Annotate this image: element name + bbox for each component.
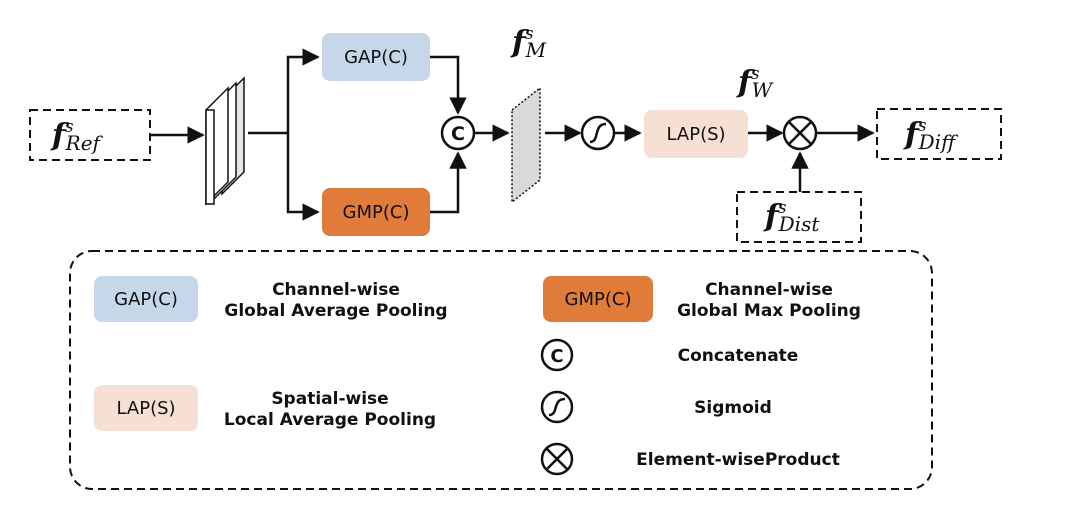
legend-lap-swatch (94, 385, 198, 431)
arrow-gap-to-concat (430, 55, 467, 115)
lap-block (644, 110, 748, 158)
legend-gmp-swatch (543, 276, 653, 322)
legend-lap-swatch-label: LAP(S) (116, 398, 175, 419)
gap-block-label: GAP(C) (344, 47, 408, 68)
legend-concat-icon-letter: C (550, 346, 563, 367)
feature-map-m (511, 86, 541, 204)
legend-gmp-line1: Channel-wise (705, 280, 833, 300)
lap-block-label: LAP(S) (666, 124, 725, 145)
legend-lap-line1: Spatial-wise (271, 389, 388, 409)
gmp-block-label: GMP(C) (343, 202, 410, 223)
legend-sigmoid-icon (540, 390, 574, 424)
product-symbol (782, 115, 818, 151)
legend-concat-icon (540, 338, 574, 372)
legend-sigmoid-label: Sigmoid (694, 398, 772, 418)
legend-lap-line2: Local Average Pooling (224, 410, 436, 430)
legend-gmp-line2: Global Max Pooling (677, 301, 861, 321)
arrow-gmp-to-concat (430, 151, 467, 214)
feature-stack (205, 76, 245, 206)
legend-gap-line2: Global Average Pooling (224, 301, 447, 321)
arrow-split-to-gap (286, 48, 320, 133)
legend-gap-swatch (94, 276, 198, 322)
gap-block (322, 33, 430, 81)
legend-box (69, 250, 933, 490)
legend-product-label: Element-wiseProduct (636, 450, 840, 470)
input-dist-box (736, 191, 862, 243)
legend-gmp-swatch-label: GMP(C) (565, 289, 632, 310)
arrow-split-to-gmp (286, 133, 320, 221)
output-diff-box (876, 108, 1002, 160)
concat-symbol-letter: C (451, 123, 465, 145)
legend-concat-label: Concatenate (678, 346, 799, 366)
legend-gap-swatch-label: GAP(C) (114, 289, 178, 310)
sigmoid-symbol (580, 115, 616, 151)
gmp-block (322, 188, 430, 236)
legend-product-icon (540, 442, 574, 476)
legend-gap-line1: Channel-wise (272, 280, 400, 300)
